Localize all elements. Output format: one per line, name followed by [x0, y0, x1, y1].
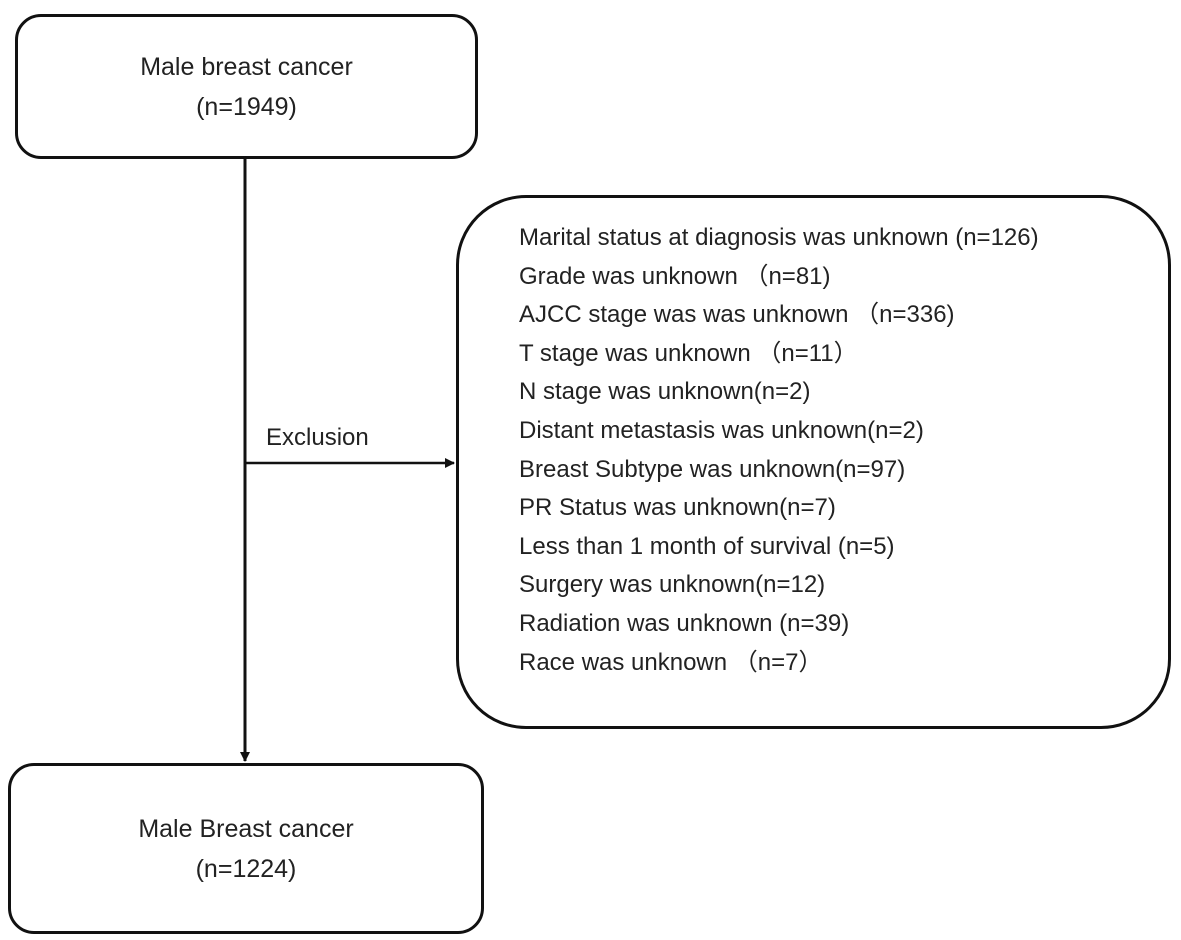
exclusion-criteria-list: Marital status at diagnosis was unknown … [519, 219, 1168, 682]
final-cohort-count: (n=1224) [195, 854, 297, 883]
initial-cohort-title: Male breast cancer [140, 52, 353, 81]
exclusion-criterion: Distant metastasis was unknown(n=2) [519, 416, 924, 444]
exclusion-criterion: Breast Subtype was unknown(n=97) [519, 455, 906, 483]
exclusion-label: Exclusion [266, 424, 369, 451]
exclusion-criterion: Race was unknown （n=7） [519, 648, 823, 676]
exclusion-criterion: Surgery was unknown(n=12) [519, 571, 826, 599]
exclusion-criterion: Less than 1 month of survival (n=5) [519, 532, 895, 560]
exclusion-criterion: Radiation was unknown (n=39) [519, 609, 850, 637]
initial-cohort-box: Male breast cancer (n=1949) [15, 14, 478, 159]
final-cohort-title: Male Breast cancer [138, 814, 354, 843]
exclusion-criterion: AJCC stage was was unknown （n=336) [519, 301, 955, 329]
final-cohort-box: Male Breast cancer (n=1224) [8, 763, 484, 934]
initial-cohort-count: (n=1949) [196, 92, 297, 121]
exclusion-criteria-box: Marital status at diagnosis was unknown … [456, 195, 1171, 729]
exclusion-criterion: Grade was unknown （n=81) [519, 262, 831, 290]
exclusion-criterion: PR Status was unknown(n=7) [519, 494, 836, 522]
exclusion-criterion: Marital status at diagnosis was unknown … [519, 224, 1039, 251]
exclusion-criterion: N stage was unknown(n=2) [519, 378, 811, 406]
exclusion-criterion: T stage was unknown （n=11） [519, 339, 858, 367]
